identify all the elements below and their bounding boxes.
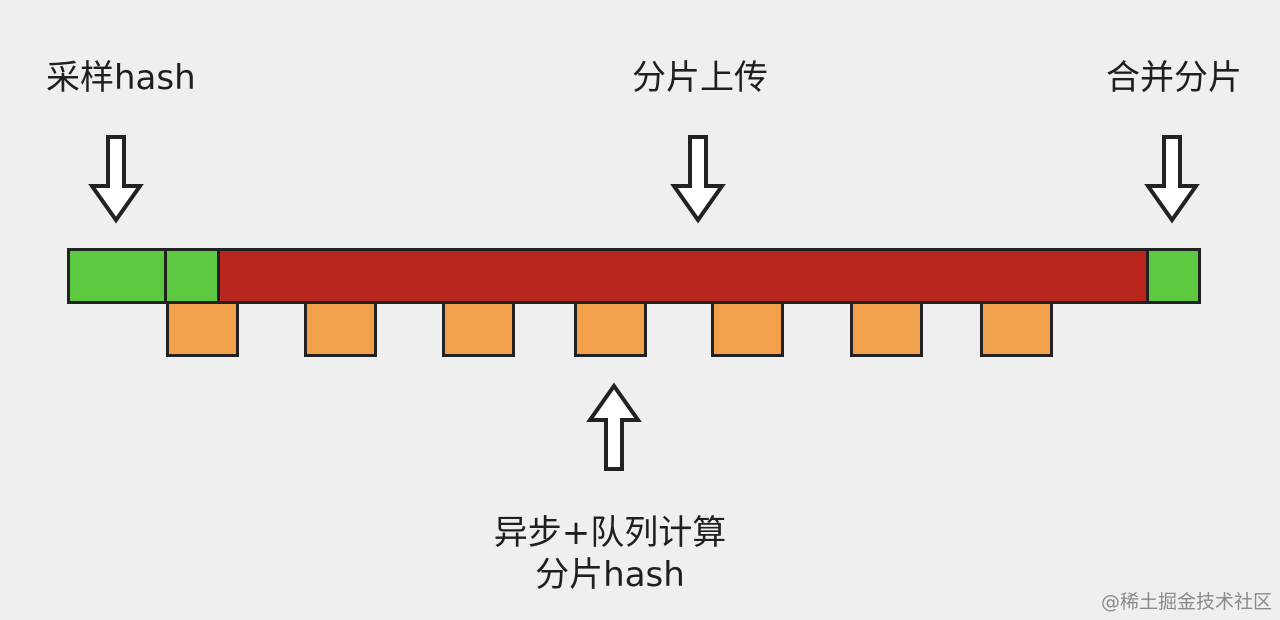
label-async-queue-hash: 异步+队列计算 分片hash — [470, 512, 750, 596]
label-async-line1: 异步+队列计算 — [493, 513, 727, 553]
label-chunk-upload: 分片上传 — [632, 58, 768, 98]
sampled-segment-tail — [1146, 251, 1198, 301]
sampled-segment-head — [70, 251, 167, 301]
chunk-block-7 — [980, 301, 1053, 357]
chunk-block-1 — [166, 301, 239, 357]
label-async-line2: 分片hash — [535, 555, 685, 595]
chunk-block-3 — [442, 301, 515, 357]
sampled-segment-second — [167, 251, 220, 301]
label-merge-chunks: 合并分片 — [1106, 58, 1242, 98]
up-arrow-icon — [586, 382, 642, 471]
chunk-block-4 — [574, 301, 647, 357]
file-bar — [67, 248, 1201, 304]
chunk-block-5 — [711, 301, 784, 357]
chunk-block-2 — [304, 301, 377, 357]
label-sample-hash: 采样hash — [46, 58, 196, 98]
down-arrow-icon — [670, 135, 726, 224]
chunk-block-6 — [850, 301, 923, 357]
watermark: @稀土掘金技术社区 — [1100, 591, 1272, 613]
down-arrow-icon — [1144, 135, 1200, 224]
down-arrow-icon — [88, 135, 144, 224]
